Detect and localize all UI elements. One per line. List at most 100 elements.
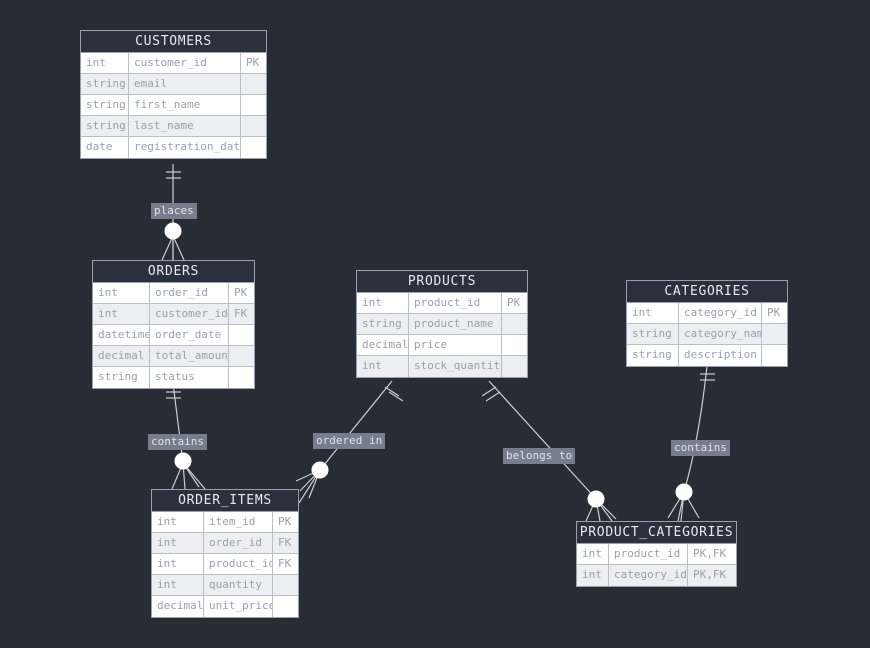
attribute-key [229,367,254,388]
attribute-key [241,95,266,115]
attribute-type: int [357,356,409,377]
relationship-node-places [164,222,182,240]
attribute-key [273,575,298,595]
attribute-type: string [357,314,409,334]
attribute-key: PK,FK [693,568,727,581]
attribute-type: int [93,283,150,303]
attribute-type: string [81,74,129,94]
relationship-node-belongs-to [587,490,605,508]
cardinality-many-orders [161,235,185,261]
attribute-name: order_date [150,325,229,345]
attribute-key [241,137,266,158]
attribute-key [762,345,787,366]
cardinality-one-products-right [481,386,497,397]
entity-title-categories: CATEGORIES [627,281,787,303]
attribute-name: item_id [204,512,273,532]
attribute-name: customer_id [129,53,241,73]
relationship-label-products-product_categories[interactable]: belongs to [503,448,576,464]
attribute-type: int [577,544,609,564]
attribute-name: product_name [409,314,502,334]
attribute-key: FK [234,307,248,320]
attribute-key: PK [767,306,781,319]
attribute-type: decimal [152,596,204,617]
entity-title-customers: CUSTOMERS [81,31,266,53]
cardinality-many-order-items-left [171,462,200,490]
attribute-type: int [577,565,609,586]
attribute-key [241,116,266,136]
cardinality-one-products-left-2 [388,391,404,402]
cardinality-one-products-right-2 [485,391,501,402]
attribute-name: email [129,74,241,94]
attribute-key [229,325,254,345]
relationship-label-customers-orders[interactable]: places [151,203,197,219]
attribute-name: customer_id [150,304,229,324]
attribute-key [229,346,254,366]
attribute-type: int [93,304,150,324]
relationship-label-orders-order_items[interactable]: contains [148,434,207,450]
relationship-label-products-order_items[interactable]: ordered in [313,433,386,449]
attribute-key: PK [246,56,260,69]
relationship-node-ordered-in [311,461,329,479]
cardinality-one-products-left [384,386,400,397]
attribute-name: product_id [609,544,688,564]
relationship-label-categories-product_categories[interactable]: contains [671,440,730,456]
attribute-name: product_id [409,293,502,313]
attribute-type: int [357,293,409,313]
attribute-key [273,596,298,617]
attribute-name: order_id [150,283,229,303]
attribute-type: string [627,345,679,366]
entity-title-order_items: ORDER_ITEMS [152,490,298,512]
entity-title-products: PRODUCTS [357,271,527,293]
attribute-type: int [152,554,204,574]
attribute-key: PK [507,296,521,309]
attribute-type: string [81,116,129,136]
attribute-name: category_id [679,303,762,323]
attribute-key [502,356,527,377]
attribute-key [502,314,527,334]
attribute-name: status [150,367,229,388]
relationship-node-contains-left [174,452,192,470]
attribute-key: PK [278,515,292,528]
attribute-key [762,324,787,344]
relationship-node-contains-right [675,483,693,501]
attribute-name: registration_date [129,137,241,158]
attribute-name: price [409,335,502,355]
attribute-name: product_id [204,554,273,574]
attribute-name: unit_price [204,596,273,617]
attribute-type: string [627,324,679,344]
attribute-key: PK,FK [693,547,727,560]
attribute-key [502,335,527,355]
attribute-name: category_id [609,565,688,586]
